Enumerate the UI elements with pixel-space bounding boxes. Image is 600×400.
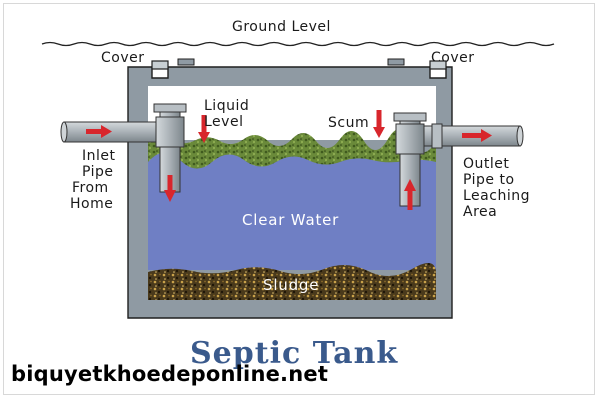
cover-left-lid: [151, 60, 169, 70]
water-layer: [148, 152, 436, 270]
tank-lid-handle-right: [387, 58, 405, 66]
ground-line: [41, 41, 555, 47]
inlet-tee-cap: [153, 103, 187, 113]
inlet-down-arrow: [164, 175, 176, 202]
inlet-flow-arrow: [86, 125, 112, 138]
cover-left-label: Cover: [101, 50, 145, 66]
outlet-label-line4: Area: [463, 204, 497, 220]
tank-lid-handle-left: [177, 58, 195, 66]
liquid-level-label-line1: Liquid: [204, 98, 249, 114]
outlet-tee-joint: [395, 123, 425, 155]
outlet-pipe-end: [516, 125, 524, 147]
inlet-pipe-end: [60, 121, 68, 143]
scum-layer: [148, 128, 436, 169]
inlet-label-line3: From: [72, 180, 109, 196]
inlet-tee-joint: [155, 116, 185, 148]
outlet-up-arrow: [404, 179, 416, 210]
outlet-pipe-coupling: [431, 123, 443, 149]
outlet-tee-cap: [393, 112, 427, 122]
inlet-label-line1: Inlet: [82, 148, 116, 164]
watermark-text: biquyetkhoedeponline.net: [11, 362, 328, 386]
diagram-title: Septic Tank: [190, 336, 398, 371]
scum-label: Scum: [328, 115, 369, 131]
ground-level-label: Ground Level: [232, 19, 331, 35]
scum-arrow: [373, 110, 385, 138]
outlet-flow-arrow: [462, 129, 492, 142]
liquid-level-label-line2: Level: [204, 114, 243, 130]
liquid-level-arrow: [198, 115, 210, 143]
sludge-label: Sludge: [263, 276, 319, 294]
image-frame: [3, 3, 595, 395]
sludge-layer: [148, 262, 436, 300]
tank-air-space: [148, 86, 436, 140]
inlet-label-line2: Pipe: [82, 164, 114, 180]
clear-water-label: Clear Water: [242, 211, 339, 229]
outlet-label-line3: Leaching: [463, 188, 530, 204]
inlet-label-line4: Home: [70, 196, 113, 212]
outlet-label-line2: Pipe to: [463, 172, 515, 188]
cover-right-lid: [429, 60, 447, 70]
outlet-label-line1: Outlet: [463, 156, 509, 172]
